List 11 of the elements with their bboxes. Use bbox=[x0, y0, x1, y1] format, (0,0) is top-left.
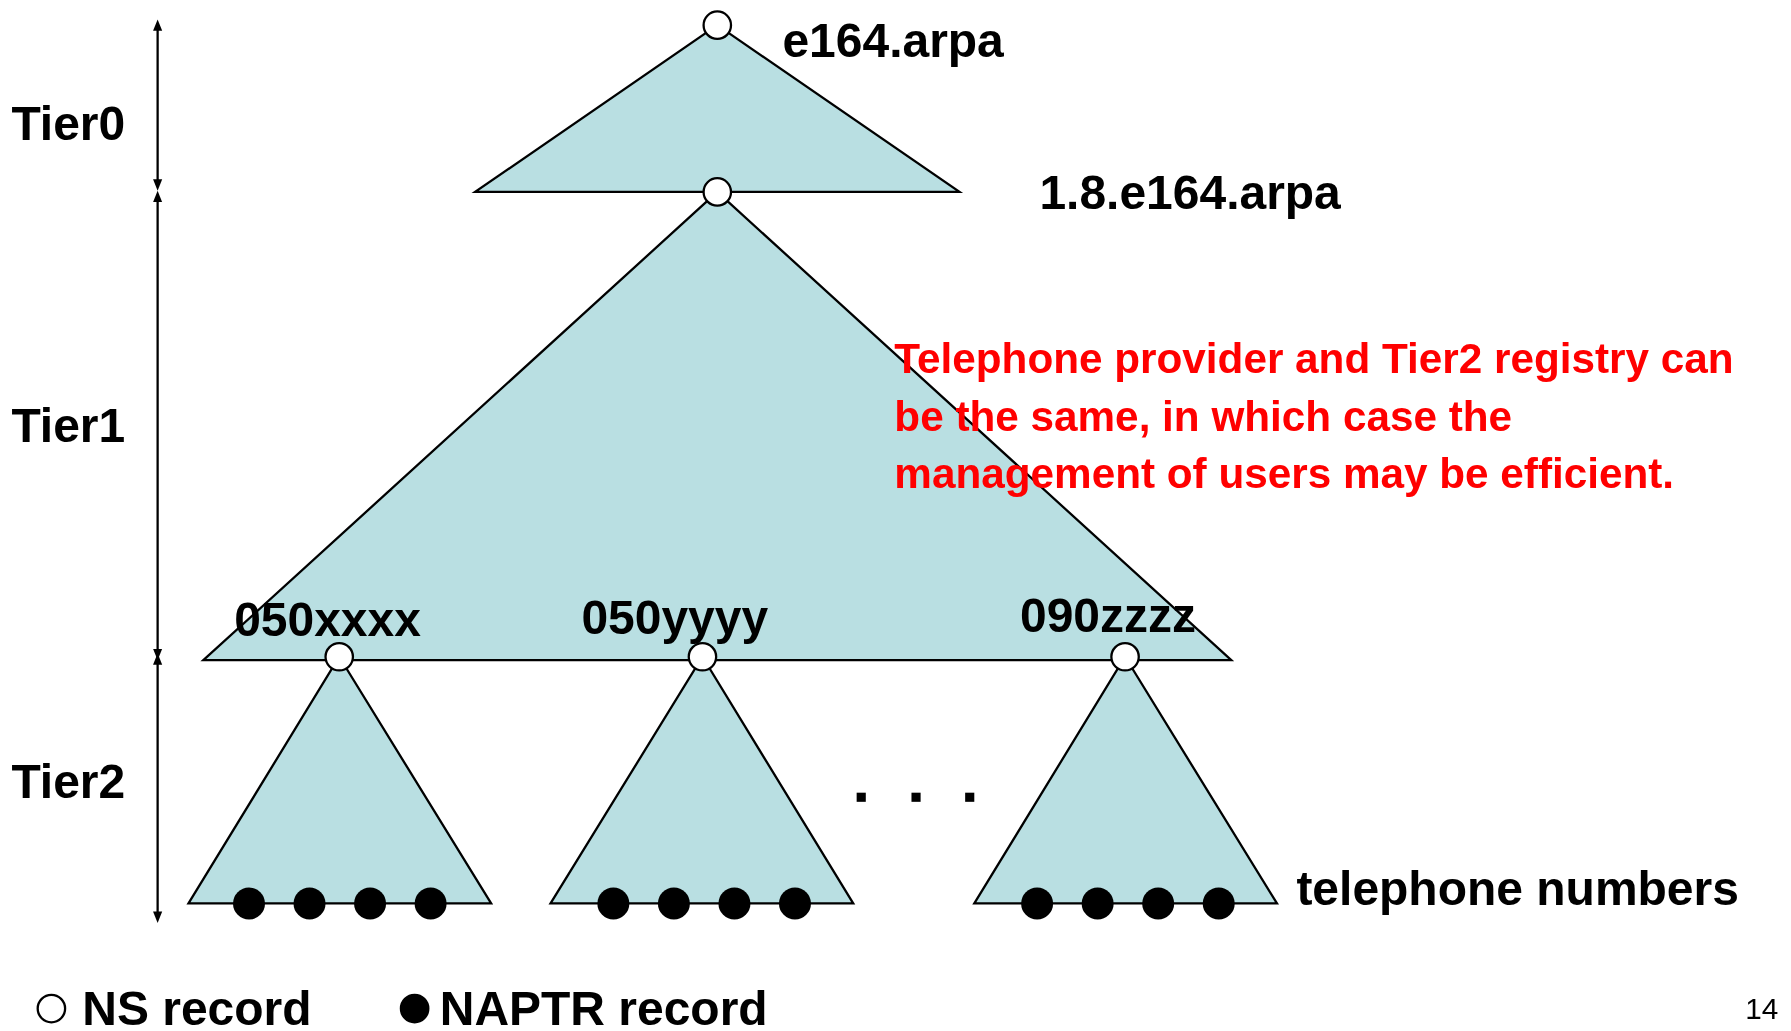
caption-label: telephone numbers bbox=[1296, 864, 1739, 913]
ns-record-circle bbox=[702, 10, 733, 40]
domain-label: 050yyyy bbox=[581, 593, 769, 642]
page-number: 14 bbox=[1745, 993, 1779, 1024]
legend-label: NS record bbox=[82, 984, 312, 1031]
domain-label: 1.8.e164.arpa bbox=[1039, 169, 1341, 217]
domain-label: e164.arpa bbox=[782, 17, 1004, 66]
tier-label: Tier1 bbox=[11, 402, 126, 451]
tier-label: Tier0 bbox=[11, 100, 126, 149]
tier-label: Tier2 bbox=[11, 758, 126, 807]
legend-label: NAPTR record bbox=[439, 984, 768, 1031]
